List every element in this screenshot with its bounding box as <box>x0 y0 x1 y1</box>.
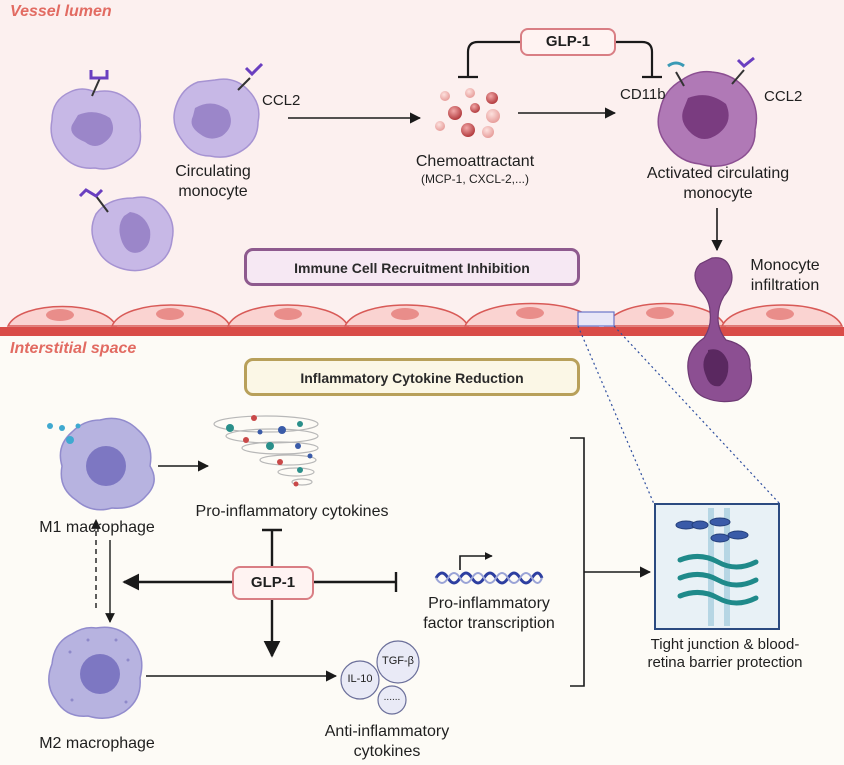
activated-line1: Activated circulating <box>646 165 790 182</box>
ellipsis-label: ...... <box>383 692 401 703</box>
pro-cytokines-label: Pro-inflammatory cytokines <box>195 503 389 520</box>
anti-cytokine-bubbles <box>340 640 420 715</box>
interstitial-space-label: Interstitial space <box>10 340 137 357</box>
glp1-center-links <box>122 528 398 658</box>
cytokine-tornado <box>213 415 319 487</box>
pro-factor-line1: Pro-inflammatory <box>428 595 550 612</box>
activated-monocyte <box>657 56 758 167</box>
pro-factor-line2: factor transcription <box>423 614 555 632</box>
ccl2-left-label: CCL2 <box>262 92 301 109</box>
m2-macrophage <box>48 626 143 719</box>
cytokine-reduction-banner: Inflammatory Cytokine Reduction <box>244 358 580 396</box>
anti-line2: cytokines <box>353 742 421 760</box>
tight-line2: retina barrier protection <box>647 654 803 672</box>
tight-junction-illustration <box>654 503 780 630</box>
chemoattractant-dots <box>435 88 500 138</box>
infiltration-line2: infiltration <box>750 276 820 294</box>
cd11b-label: CD11b <box>620 86 666 103</box>
glp1-top-inhibitions <box>458 40 662 79</box>
monocyte-bottom <box>78 188 174 272</box>
outcome-bracket <box>570 437 652 687</box>
anti-line1: Anti-inflammatory <box>324 723 450 740</box>
pro-factor-transcription-label: Pro-inflammatory factor transcription <box>404 594 574 633</box>
infiltration-label: Monocyte infiltration <box>736 256 834 295</box>
anti-cytokines-label: Anti-inflammatory cytokines <box>302 722 472 761</box>
tight-junction-label: Tight junction & blood- retina barrier p… <box>620 636 830 673</box>
chemo-title: Chemoattractant <box>415 153 535 170</box>
zoom-line-left <box>577 325 655 505</box>
vessel-lumen-label: Vessel lumen <box>10 3 112 20</box>
glp1-center-box: GLP-1 <box>232 566 314 600</box>
m1-macrophage-label: M1 macrophage <box>39 519 155 536</box>
monocyte-left <box>50 70 142 170</box>
tgfb-label: TGF-β <box>382 655 414 667</box>
tight-line1: Tight junction & blood- <box>650 636 800 653</box>
il10-label: IL-10 <box>347 673 373 685</box>
circulating-line1: Circulating <box>175 163 251 180</box>
circulating-monocyte <box>173 62 264 158</box>
ccl2-right-label: CCL2 <box>764 88 803 105</box>
circulating-monocyte-label: Circulating monocyte <box>148 162 278 201</box>
activated-line2: monocyte <box>683 184 753 202</box>
m1-macrophage <box>47 417 155 511</box>
dna-transcription <box>434 552 544 585</box>
activated-monocyte-label: Activated circulating monocyte <box>628 164 808 203</box>
circulating-line2: monocyte <box>178 182 248 200</box>
infiltration-line1: Monocyte <box>750 257 820 274</box>
chemoattractant-label: Chemoattractant (MCP-1, CXCL-2,...) <box>400 152 550 186</box>
zoom-line-right <box>613 325 781 505</box>
glp1-top-box: GLP-1 <box>520 28 616 56</box>
recruitment-inhibition-banner: Immune Cell Recruitment Inhibition <box>244 248 580 286</box>
chemo-sub: (MCP-1, CXCL-2,...) <box>420 171 529 186</box>
infiltrating-monocyte <box>687 257 753 403</box>
endothelium-layer <box>0 302 844 336</box>
m2-macrophage-label: M2 macrophage <box>39 735 155 752</box>
